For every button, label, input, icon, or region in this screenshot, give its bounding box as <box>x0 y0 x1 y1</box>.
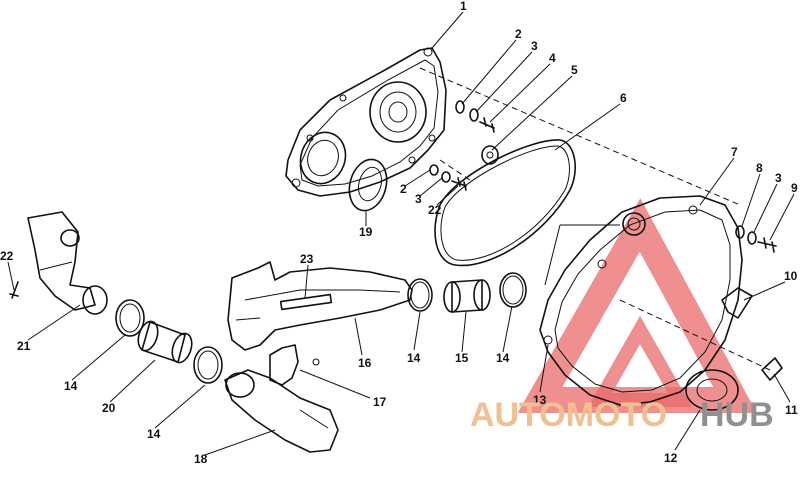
callout-18: 18 <box>194 452 208 466</box>
screw-22-left <box>9 281 19 299</box>
callout-20: 20 <box>102 401 116 415</box>
callout-15: 15 <box>455 351 469 365</box>
watermark-text: AUTOMOTO HUB <box>470 396 774 434</box>
callout-13: 13 <box>533 393 547 407</box>
callout-2-lower: 2 <box>400 182 407 196</box>
callout-12: 12 <box>664 451 678 465</box>
assembly-axis-1 <box>419 67 741 206</box>
watermark-logo <box>517 198 757 413</box>
callout-3-lower: 3 <box>415 192 422 206</box>
seal-19 <box>348 158 388 212</box>
watermark-part1: AUTOMOTO <box>470 396 667 434</box>
outer-drive-cover <box>539 195 743 411</box>
clamp-14-right-a <box>407 278 433 312</box>
callout-6: 6 <box>620 91 627 105</box>
bracket-17 <box>269 344 320 386</box>
callout-5: 5 <box>571 63 578 77</box>
callout-11: 11 <box>785 403 798 417</box>
callout-3: 3 <box>531 39 538 53</box>
intake-duct-21 <box>27 211 108 315</box>
callout-22-lower: 22 <box>428 203 442 217</box>
drive-belt <box>434 139 576 267</box>
callout-16: 16 <box>358 356 372 370</box>
callout-23: 23 <box>300 252 314 266</box>
silencer-18 <box>224 369 339 453</box>
callout-21: 21 <box>17 339 31 353</box>
callout-4: 4 <box>549 51 556 65</box>
clamp-14-right-b <box>499 272 527 308</box>
callout-7: 7 <box>731 145 738 159</box>
leader-lines <box>7 11 795 456</box>
callout-3-right: 3 <box>775 171 782 185</box>
air-duct-16 <box>227 261 413 351</box>
callout-labels: 1 2 3 4 5 6 7 8 3 9 10 11 12 13 14 15 14… <box>0 0 798 466</box>
clip-10 <box>721 287 753 319</box>
callout-9: 9 <box>791 181 798 195</box>
callout-14-b: 14 <box>496 351 510 365</box>
assembly-axis-3 <box>619 299 771 371</box>
clamp-14-left-a <box>115 299 145 337</box>
outer-cover-hardware <box>735 225 777 253</box>
assembly-axis-2 <box>439 159 471 181</box>
watermark-part2: HUB <box>700 396 774 434</box>
callout-14-c: 14 <box>147 427 161 441</box>
callout-8: 8 <box>756 161 763 175</box>
tube-15 <box>443 279 491 313</box>
callout-19: 19 <box>359 225 373 239</box>
callout-17: 17 <box>373 395 387 409</box>
cover-hardware-lower <box>429 164 467 191</box>
cover-hardware-upper <box>455 100 499 165</box>
callout-10: 10 <box>784 269 798 283</box>
inner-drive-cover <box>285 47 447 197</box>
callout-14-a: 14 <box>407 351 421 365</box>
callout-2: 2 <box>515 27 522 41</box>
plate-11 <box>761 357 783 381</box>
callout-14-d: 14 <box>64 379 78 393</box>
callout-1: 1 <box>460 0 467 13</box>
tube-20 <box>137 320 193 364</box>
callout-22-left: 22 <box>0 249 14 263</box>
clamp-14-left-b <box>193 346 223 384</box>
